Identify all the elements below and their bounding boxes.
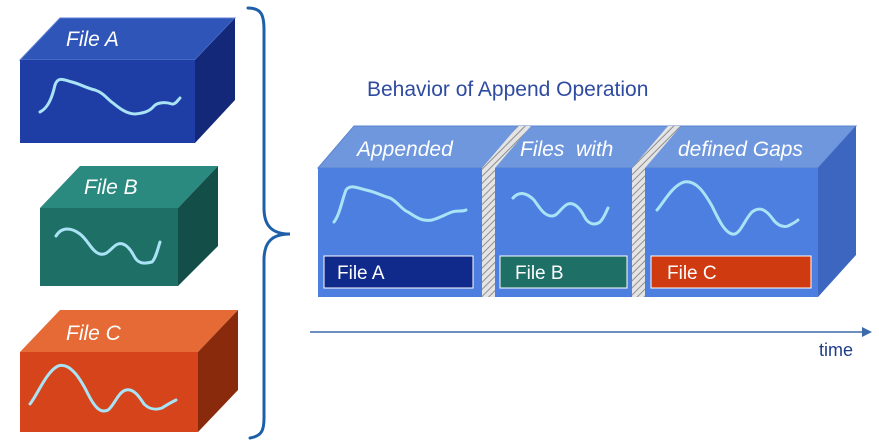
segment-c-waveform bbox=[655, 180, 800, 236]
time-arrow-icon bbox=[862, 327, 872, 337]
file-c-title: File C bbox=[66, 322, 122, 345]
header-files-with: Files with bbox=[520, 138, 613, 161]
header-defined-gaps: defined Gaps bbox=[678, 138, 803, 161]
file-b-waveform bbox=[54, 227, 162, 265]
file-c-cube: File C bbox=[20, 310, 238, 432]
segment-b-waveform bbox=[511, 192, 610, 226]
gap-1 bbox=[482, 168, 495, 297]
file-b-cube: File B bbox=[40, 166, 218, 286]
grouping-brace bbox=[246, 6, 291, 440]
file-c-waveform bbox=[28, 363, 178, 413]
segment-a-waveform bbox=[332, 185, 468, 224]
time-axis: time bbox=[310, 327, 872, 360]
header-appended: Appended bbox=[355, 138, 454, 161]
segment-a-label: File A bbox=[337, 263, 385, 284]
segment-c-label: File C bbox=[667, 263, 717, 284]
diagram-title: Behavior of Append Operation bbox=[367, 78, 648, 101]
segment-b-label: File B bbox=[515, 263, 564, 284]
file-a-title: File A bbox=[66, 28, 119, 51]
file-a-cube: File A bbox=[18, 17, 237, 143]
file-b-title: File B bbox=[84, 176, 138, 199]
file-a-waveform bbox=[38, 77, 182, 116]
gap-2 bbox=[632, 168, 645, 297]
appended-block: Appended Files with defined Gaps File A … bbox=[316, 125, 858, 297]
time-label: time bbox=[819, 340, 853, 360]
